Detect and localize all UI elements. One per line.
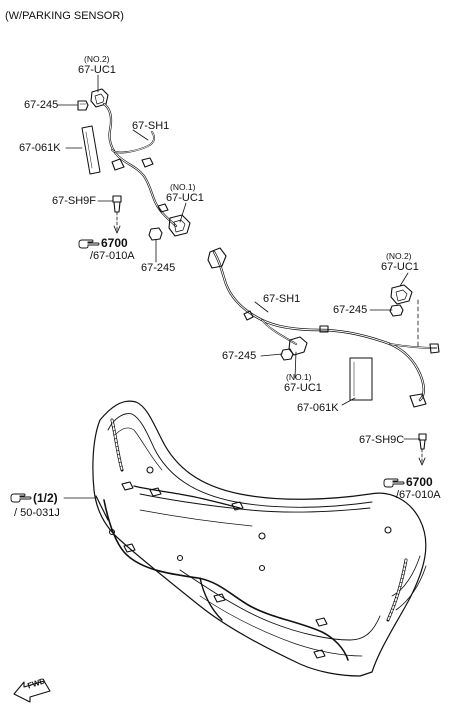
label-lower-ref-sub: /67-010A	[396, 489, 441, 501]
pointing-hand-icon	[10, 493, 32, 503]
label-upper-clip-top: 67-245	[24, 99, 59, 111]
label-upper-ref-main: 6700	[101, 236, 128, 250]
pointing-hand-icon	[78, 239, 100, 249]
label-lower-clip-left: 67-245	[222, 350, 257, 362]
fwd-arrow-icon	[13, 680, 51, 703]
label-upper-sh9f: 67-SH9F	[52, 195, 97, 207]
label-upper-sh1: 67-SH1	[132, 120, 170, 132]
label-lower-no2: (NO.2)	[386, 251, 412, 261]
label-bumper-ref-main: (1/2)	[33, 491, 58, 505]
lower-harness	[207, 247, 440, 466]
diagram-heading: (W/PARKING SENSOR)	[5, 10, 124, 22]
pointing-hand-icon	[383, 478, 405, 488]
label-lower-sh1: 67-SH1	[263, 293, 301, 305]
label-upper-clip-bottom: 67-245	[141, 262, 176, 274]
upper-harness	[57, 74, 191, 263]
label-upper-no2: (NO.2)	[84, 54, 110, 64]
label-upper-uc1-top: 67-UC1	[78, 64, 116, 76]
label-lower-no1: (NO.1)	[286, 372, 312, 382]
label-lower-pad: 67-061K	[297, 402, 339, 414]
label-lower-uc1-top: 67-UC1	[381, 261, 419, 273]
label-upper-ref-sub: /67-010A	[90, 250, 135, 262]
front-bumper	[63, 400, 427, 677]
label-bumper-ref-sub: / 50-031J	[14, 507, 60, 519]
label-upper-uc1-mid: 67-UC1	[166, 192, 204, 204]
label-lower-sh9c: 67-SH9C	[359, 434, 405, 446]
label-upper-no1: (NO.1)	[170, 182, 196, 192]
label-upper-pad: 67-061K	[19, 142, 61, 154]
label-lower-uc1-bottom: 67-UC1	[284, 382, 322, 394]
label-lower-ref-main: 6700	[406, 475, 433, 489]
label-lower-clip-right: 67-245	[333, 304, 368, 316]
